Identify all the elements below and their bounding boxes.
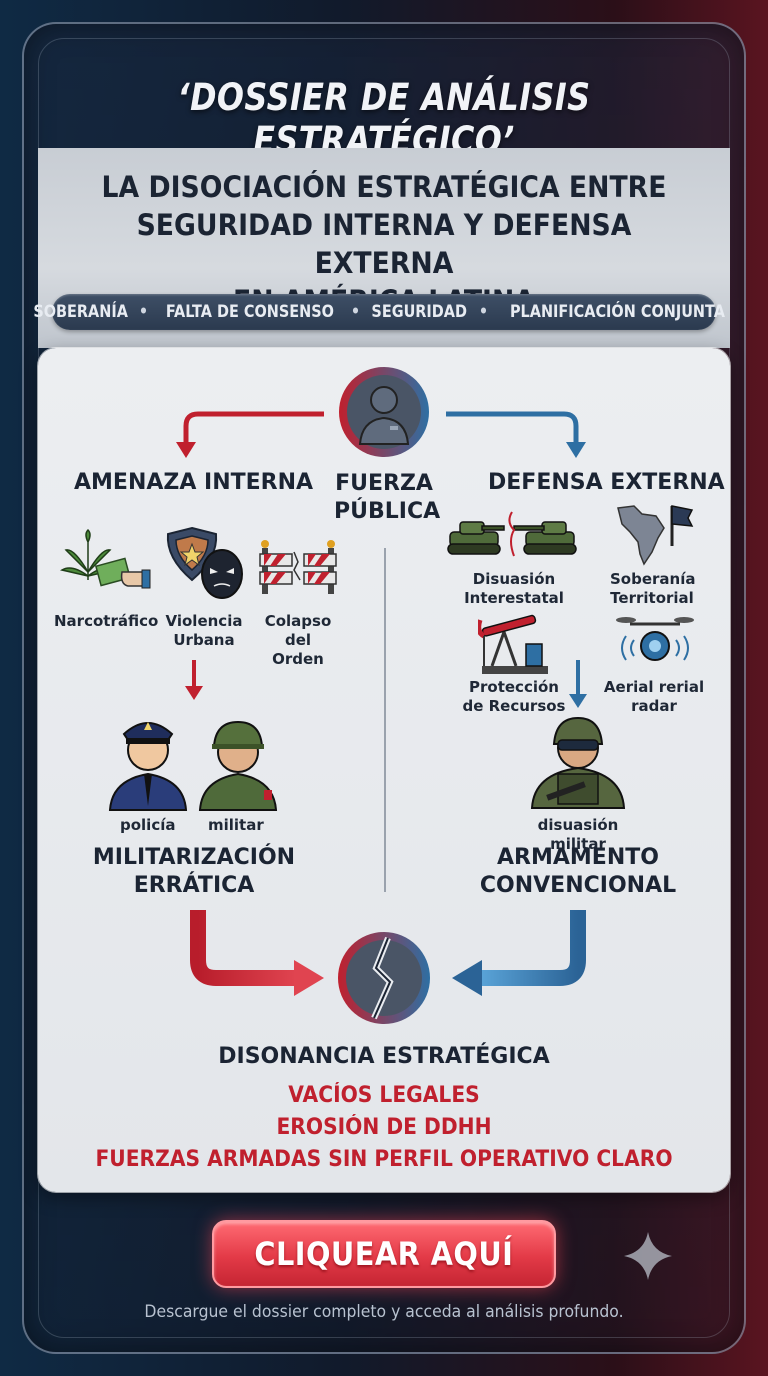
label-line: Violencia [165,612,243,630]
tag-separator: • [138,302,148,322]
center-label-line: PÚBLICA [334,499,441,524]
center-label-line: FUERZA [335,471,433,496]
label-line: Disuasión [472,570,556,588]
heading-amenaza-interna: AMENAZA INTERNA [74,470,314,495]
result-line: CONVENCIONAL [479,873,677,898]
label-aerial-radar: Aerial rerial radar [600,678,708,716]
tag-soberania: SOBERANÍA [32,302,128,322]
arrow-to-defensa [446,411,579,444]
result-line: ERRÁTICA [133,873,255,898]
page-title: ‘DOSSIER DE ANÁLISIS ESTRATÉGICO’ [177,76,591,162]
label-violencia-urbana: Violencia Urbana [162,612,246,650]
label-line: Protección [469,678,559,696]
result-armamento: ARMAMENTO CONVENCIONAL [478,844,678,900]
tag-falta-consenso: FALTA DE CONSENSO [165,302,334,322]
outcome-item: VACÍOS LEGALES [288,1083,480,1108]
label-policia: policía [120,816,176,834]
tag-planificacion: PLANIFICACIÓN CONJUNTA [509,302,725,322]
label-line: Interestatal [464,589,564,607]
label-line: Territorial [610,589,694,607]
tag-separator: • [351,302,361,322]
center-divider [384,548,386,892]
tag-bar: SOBERANÍA • FALTA DE CONSENSO • SEGURIDA… [33,294,725,330]
map-flag-icon [617,505,694,566]
label-narcotrafico: Narcotráfico [54,612,158,631]
label-line: Urbana [173,631,235,649]
sparkle-icon [624,1232,672,1280]
outcome-item: FUERZAS ARMADAS SIN PERFIL OPERATIVO CLA… [95,1147,673,1172]
arrow-head [569,694,587,708]
heading-defensa-externa: DEFENSA EXTERNA [488,470,725,495]
result-militarizacion: MILITARIZACIÓN ERRÁTICA [92,844,296,900]
arrow-head [452,960,482,996]
tanks-icon [447,511,577,557]
cannabis-money-icon [60,528,151,589]
arrow-head [294,960,324,996]
subtitle-line: SEGURIDAD INTERNA Y DEFENSA EXTERNA [136,208,632,280]
label-line: radar [631,697,677,715]
arrow-right-to-dissonance [480,910,586,986]
arrow-head [185,686,203,700]
broken-circle-icon [338,932,430,1024]
tag-separator: • [478,302,488,322]
outcome-list: VACÍOS LEGALES EROSIÓN DE DDHH FUERZAS A… [38,1080,730,1176]
tag-seguridad: SEGURIDAD [371,302,468,322]
result-line: ARMAMENTO [497,845,659,870]
header-panel: LA DISOCIACIÓN ESTRATÉGICA ENTRE SEGURID… [33,148,730,348]
arrow-head [566,442,586,458]
badge-mask-icon [166,526,243,599]
label-colapso-orden: Colapso del Orden [258,612,338,669]
arrow-left-to-dissonance [190,910,296,986]
police-soldier-icon [108,720,278,811]
cta-label: CLIQUEAR AQUÍ [254,1235,514,1273]
label-line: de Recursos [462,697,566,715]
arrow-to-amenaza [183,411,324,444]
broken-barrier-icon [259,540,337,594]
label-disuasion-militar: disuasión militar [537,816,619,853]
soldier-tactical-icon [530,716,626,809]
result-line: MILITARIZACIÓN [92,845,296,870]
subtitle: LA DISOCIACIÓN ESTRATÉGICA ENTRE SEGURID… [66,168,703,320]
outcome-title: DISONANCIA ESTRATÉGICA [218,1044,550,1069]
diagram-card: AMENAZA INTERNA FUERZA PÚBLICA DEFENSA E… [38,348,730,1192]
label-soberania-territorial: Soberanía Territorial [610,570,696,608]
arrow-head [176,442,196,458]
center-label: FUERZA PÚBLICA [334,470,441,526]
subtitle-line: LA DISOCIACIÓN ESTRATÉGICA ENTRE [101,170,667,204]
label-militar: militar [208,816,264,834]
person-icon [339,367,429,457]
drone-radar-icon [616,617,694,661]
footer-text: Descargue el dossier completo y acceda a… [144,1302,624,1322]
label-line: Narcotráfico [54,612,159,630]
label-line: Aerial rerial [603,678,705,696]
label-line: Colapso [264,612,332,630]
outcome-item: EROSIÓN DE DDHH [276,1115,492,1140]
label-line: del Orden [272,631,324,668]
diagram-arrows [176,411,587,996]
cliquear-aqui-button[interactable]: CLIQUEAR AQUÍ [212,1220,556,1288]
label-line: Soberanía [610,570,696,588]
label-disuasion-interestatal: Disuasión Interestatal [458,570,570,608]
label-proteccion-recursos: Protección de Recursos [458,678,570,716]
oil-pump-icon [478,614,548,674]
